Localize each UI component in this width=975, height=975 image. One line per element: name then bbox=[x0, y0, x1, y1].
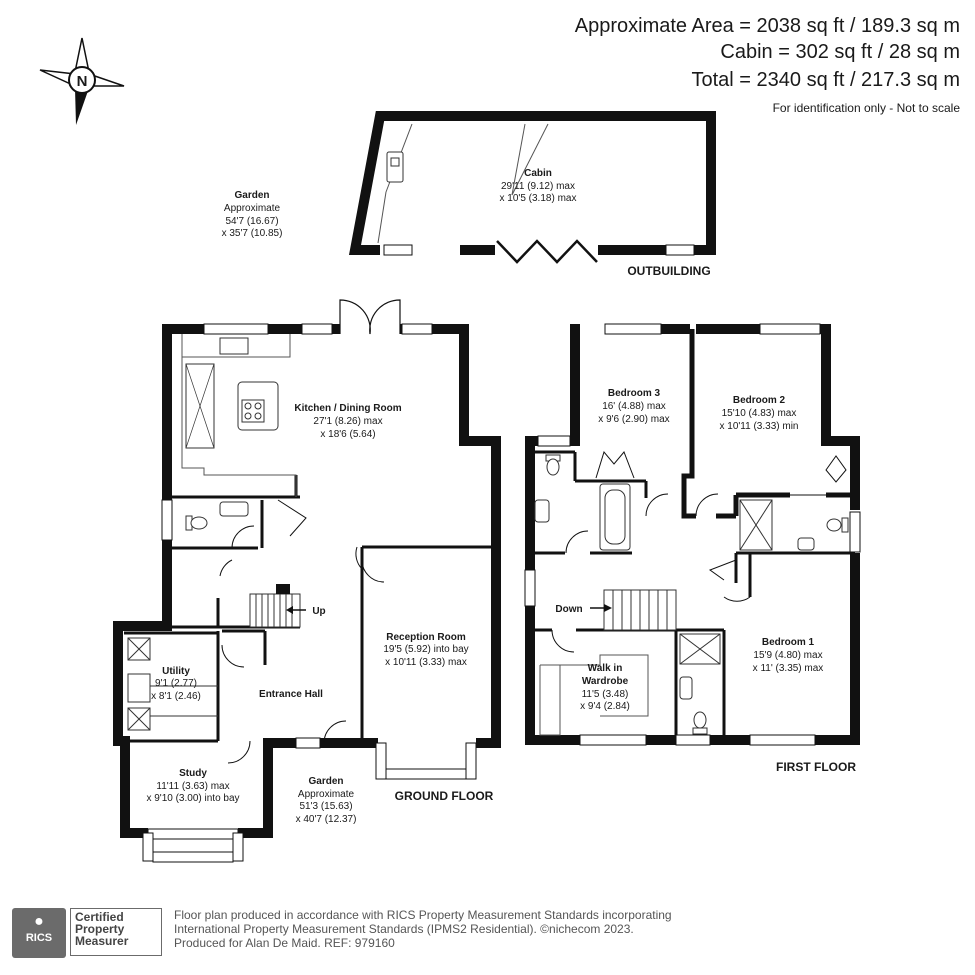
cloakroom-basin-icon bbox=[219, 501, 249, 517]
utility-dim1: 9'1 (2.77) bbox=[155, 678, 197, 689]
shower-room-toilet-icon bbox=[692, 711, 708, 735]
first-stairs-down-label: Down bbox=[555, 604, 582, 615]
kitchen-sink-icon bbox=[219, 337, 249, 355]
compass-icon: N bbox=[39, 37, 125, 125]
first-floor-door-swings bbox=[551, 450, 847, 653]
bedroom3-name: Bedroom 3 bbox=[608, 388, 661, 399]
footer-line3: Produced for Alan De Maid. REF: 979160 bbox=[174, 936, 395, 950]
ensuite-basin-icon bbox=[797, 537, 815, 551]
ground-floor-door-swings bbox=[219, 499, 385, 764]
certified-property-measurer-label: Certified Property Measurer bbox=[70, 908, 162, 956]
cabin-dim1: 29'11 (9.12) max bbox=[501, 181, 575, 192]
total-area-text: Total = 2340 sq ft / 217.3 sq m bbox=[691, 69, 961, 91]
rics-certified-badge: ● RICS Certified Property Measurer bbox=[12, 908, 164, 958]
bathroom-toilet-icon bbox=[545, 454, 561, 476]
garden-top-line2: 54'7 (16.67) bbox=[225, 216, 278, 227]
footer-line2: International Property Measurement Stand… bbox=[174, 922, 634, 936]
first-floor-bath-icon bbox=[599, 483, 631, 551]
first-floor-windows bbox=[524, 323, 861, 746]
outbuilding-windows bbox=[383, 244, 695, 256]
study-dim2: x 9'10 (3.00) into bay bbox=[146, 793, 239, 804]
garden-top-line1: Approximate bbox=[224, 203, 281, 214]
garden-bottom-line2: 51'3 (15.63) bbox=[299, 801, 352, 812]
garden-top-line3: x 35'7 (10.85) bbox=[222, 228, 283, 239]
hall-name: Entrance Hall bbox=[259, 689, 323, 700]
badge-line2: Property bbox=[75, 922, 125, 936]
shower-room-shower-icon bbox=[679, 633, 721, 665]
wardrobe-name1: Walk in bbox=[588, 663, 623, 674]
study-bay-window bbox=[142, 832, 244, 863]
bedroom1-name: Bedroom 1 bbox=[762, 637, 815, 648]
wardrobe-dim1: 11'5 (3.48) bbox=[582, 689, 629, 700]
down-arrow-icon bbox=[604, 604, 612, 612]
ensuite-shower-icon bbox=[739, 499, 773, 551]
first-floor-title: FIRST FLOOR bbox=[776, 760, 856, 774]
cabin-sink-icon bbox=[386, 151, 404, 183]
study-name: Study bbox=[179, 768, 207, 779]
reception-bay-window bbox=[375, 742, 477, 780]
garden-bottom-line1: Approximate bbox=[298, 789, 355, 800]
cloakroom-toilet-icon bbox=[185, 515, 208, 531]
bedroom1-dim1: 15'9 (4.80) max bbox=[753, 650, 822, 661]
reception-name: Reception Room bbox=[386, 632, 466, 643]
kitchen-dim2: x 18'6 (5.64) bbox=[320, 429, 375, 440]
badge-line1: Certified bbox=[75, 910, 124, 924]
reception-dim1: 19'5 (5.92) into bay bbox=[383, 644, 468, 655]
ensuite-toilet-icon bbox=[826, 517, 849, 533]
rics-logo: ● RICS bbox=[12, 908, 66, 958]
ground-floor-windows bbox=[147, 323, 433, 840]
kitchen-dim1: 27'1 (8.26) max bbox=[313, 416, 382, 427]
study-dim1: 11'11 (3.63) max bbox=[156, 781, 229, 792]
shower-room-basin-icon bbox=[679, 676, 693, 700]
badge-line3: Measurer bbox=[75, 934, 129, 948]
bedroom2-dim1: 15'10 (4.83) max bbox=[722, 408, 797, 419]
cabin-name: Cabin bbox=[524, 168, 552, 179]
bedroom3-dim2: x 9'6 (2.90) max bbox=[598, 414, 669, 425]
first-floor-partition-walls bbox=[681, 329, 855, 519]
garden-top-name: Garden bbox=[234, 190, 269, 201]
cabin-area-text: Cabin = 302 sq ft / 28 sq m bbox=[720, 41, 960, 63]
up-arrow-icon bbox=[286, 606, 293, 614]
garden-bottom-line3: x 40'7 (12.37) bbox=[296, 814, 357, 825]
footer-line1: Floor plan produced in accordance with R… bbox=[174, 908, 672, 922]
kitchen-name: Kitchen / Dining Room bbox=[294, 403, 401, 414]
approximate-area-text: Approximate Area = 2038 sq ft / 189.3 sq… bbox=[574, 15, 960, 37]
bedroom2-name: Bedroom 2 bbox=[733, 395, 786, 406]
utility-appliances-icon bbox=[127, 637, 218, 731]
identification-note: For identification only - Not to scale bbox=[772, 101, 960, 115]
utility-name: Utility bbox=[162, 666, 190, 677]
bifold-doors-icon bbox=[496, 239, 598, 264]
first-floor-stairs bbox=[603, 589, 677, 631]
wardrobe-dim2: x 9'4 (2.84) bbox=[580, 701, 630, 712]
ground-floor-internal-walls bbox=[124, 475, 496, 743]
outbuilding-title: OUTBUILDING bbox=[627, 264, 710, 278]
bedroom3-dim1: 16' (4.88) max bbox=[602, 401, 666, 412]
footer-disclaimer: Floor plan produced in accordance with R… bbox=[174, 908, 672, 950]
bedroom2-dim2: x 10'11 (3.33) min bbox=[720, 421, 799, 432]
wardrobe-name2: Wardrobe bbox=[582, 676, 629, 687]
ground-floor-title: GROUND FLOOR bbox=[395, 789, 494, 803]
kitchen-french-doors-icon bbox=[339, 299, 401, 335]
garden-bottom-name: Garden bbox=[308, 776, 343, 787]
rics-brand-text: RICS bbox=[25, 932, 53, 944]
cabin-dim2: x 10'5 (3.18) max bbox=[500, 193, 577, 204]
compass-north-label: N bbox=[77, 73, 88, 90]
utility-dim2: x 8'1 (2.46) bbox=[151, 691, 201, 702]
bathroom-basin-icon bbox=[534, 499, 550, 523]
reception-dim2: x 10'11 (3.33) max bbox=[385, 657, 467, 668]
ground-stairs-up-label: Up bbox=[312, 606, 325, 617]
bedroom1-dim2: x 11' (3.35) max bbox=[753, 663, 824, 674]
hob-icon bbox=[241, 399, 265, 423]
